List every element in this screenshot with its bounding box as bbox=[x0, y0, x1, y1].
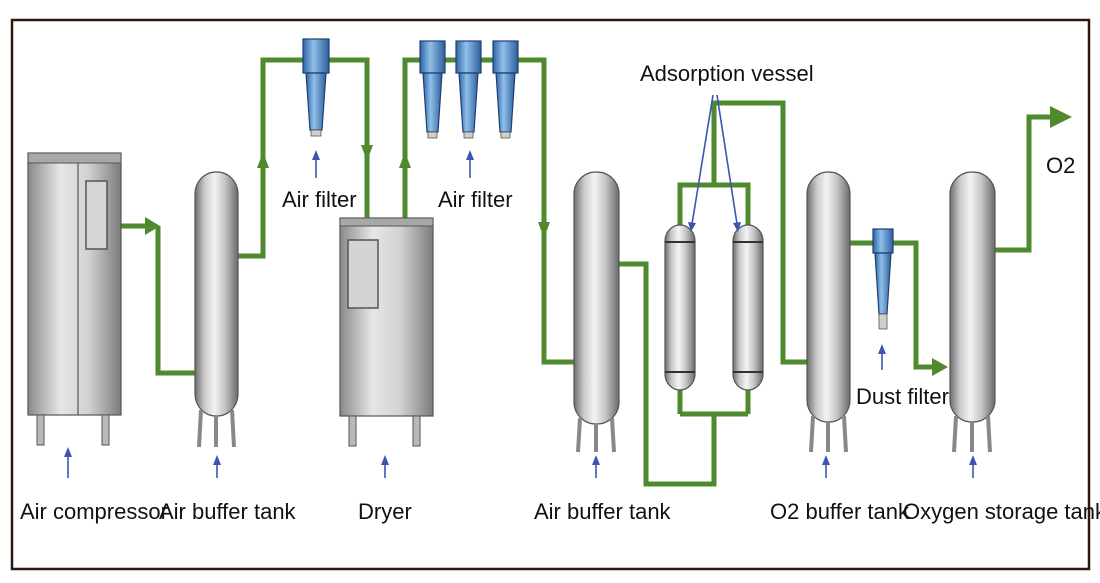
label-adsorption-vessel: Adsorption vessel bbox=[640, 61, 814, 86]
flow-arrow bbox=[145, 217, 160, 235]
label-pointers bbox=[64, 94, 977, 478]
dust-filter bbox=[872, 228, 894, 330]
flow-arrow bbox=[257, 152, 269, 168]
label-dust-filter: Dust filter bbox=[856, 384, 949, 409]
pipe-to-o2-buffer bbox=[711, 100, 808, 365]
flow-arrow bbox=[361, 145, 373, 161]
label-o2-buffer-tank: O2 buffer tank bbox=[770, 499, 910, 524]
label-air-compressor: Air compressor bbox=[20, 499, 168, 524]
air-filter-2c bbox=[492, 40, 519, 139]
flow-arrow bbox=[538, 222, 550, 238]
pipe-to-adsorbers bbox=[619, 261, 717, 487]
air-buffer-tank-2 bbox=[573, 171, 620, 453]
pipe-network bbox=[120, 57, 1072, 487]
air-filter-2b bbox=[455, 40, 482, 139]
dryer bbox=[339, 217, 434, 447]
adsorption-vessel-2 bbox=[732, 224, 764, 391]
air-buffer-tank-1 bbox=[194, 171, 239, 448]
air-filter-1 bbox=[302, 38, 330, 137]
label-air-filter-1: Air filter bbox=[282, 187, 357, 212]
pipe-to-air-buffer-2 bbox=[541, 272, 575, 365]
pipe-to-air-buffer-1 bbox=[155, 226, 196, 376]
o2-buffer-tank bbox=[806, 171, 851, 453]
label-output-o2: O2 bbox=[1046, 153, 1075, 178]
air-compressor bbox=[27, 152, 122, 446]
pipe-o2-out bbox=[995, 114, 1052, 253]
diagram-frame bbox=[10, 18, 1091, 571]
pipe-to-dryer bbox=[238, 57, 370, 259]
output-arrow bbox=[1050, 106, 1072, 128]
label-air-buffer-tank-2: Air buffer tank bbox=[534, 499, 672, 524]
flow-arrow bbox=[399, 152, 411, 168]
label-oxygen-storage-tank: Oxygen storage tank bbox=[903, 499, 1100, 524]
flow-arrow bbox=[932, 358, 948, 376]
oxygen-storage-tank bbox=[949, 171, 996, 453]
adsorption-vessel-1 bbox=[664, 224, 696, 391]
label-air-filter-2: Air filter bbox=[438, 187, 513, 212]
label-air-buffer-tank-1: Air buffer tank bbox=[159, 499, 297, 524]
air-filter-2a bbox=[419, 40, 446, 139]
label-dryer: Dryer bbox=[358, 499, 412, 524]
